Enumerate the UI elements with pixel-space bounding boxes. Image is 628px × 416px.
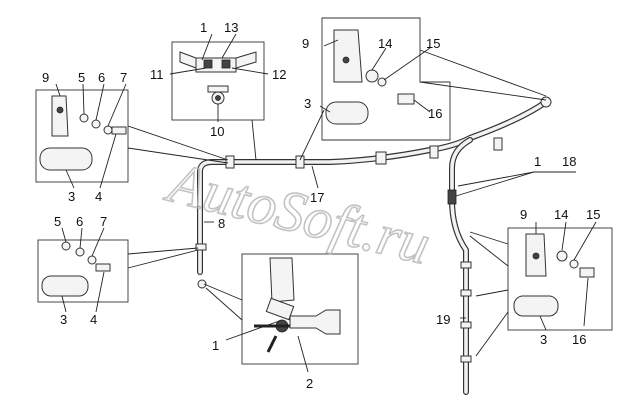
inset-top-center [169,33,269,161]
main-pipe [197,99,549,275]
pipe-clamps [195,96,552,363]
callout-label: 3 [540,332,547,347]
callout-label: 2 [306,376,313,391]
callout-label: 1 [534,154,541,169]
callout-label: 14 [378,36,392,51]
callout-label: 10 [210,124,224,139]
callout-labels: 1 13 11 12 10 9 5 6 7 3 4 5 6 7 3 4 9 14… [42,20,600,391]
inset-top-right [299,17,547,161]
callout-label: 6 [76,214,83,229]
callout-label: 14 [554,207,568,222]
callout-label: 18 [562,154,576,169]
callout-label: 12 [272,67,286,82]
callout-label: 16 [428,106,442,121]
callout-label: 5 [54,214,61,229]
callout-label: 7 [100,214,107,229]
callout-label: 1 [200,20,207,35]
main-leaders [204,165,576,319]
inset-right [469,221,613,357]
callout-label: 19 [436,312,450,327]
callout-label: 3 [60,312,67,327]
callout-label: 3 [304,96,311,111]
inset-left-bottom [37,227,199,313]
callout-label: 9 [42,70,49,85]
inset-bottom-center [203,253,359,373]
callout-label: 6 [98,70,105,85]
callout-label: 8 [218,216,225,231]
inset-left-top [35,83,229,189]
callout-label: 17 [310,190,324,205]
callout-label: 11 [150,67,164,82]
callout-label: 7 [120,70,127,85]
callout-label: 9 [302,36,309,51]
callout-label: 15 [426,36,440,51]
callout-label: 9 [520,207,527,222]
callout-label: 1 [212,338,219,353]
callout-label: 5 [78,70,85,85]
callout-label: 4 [95,189,102,204]
callout-label: 15 [586,207,600,222]
callout-label: 16 [572,332,586,347]
callout-label: 3 [68,189,75,204]
callout-label: 4 [90,312,97,327]
callout-label: 13 [224,20,238,35]
